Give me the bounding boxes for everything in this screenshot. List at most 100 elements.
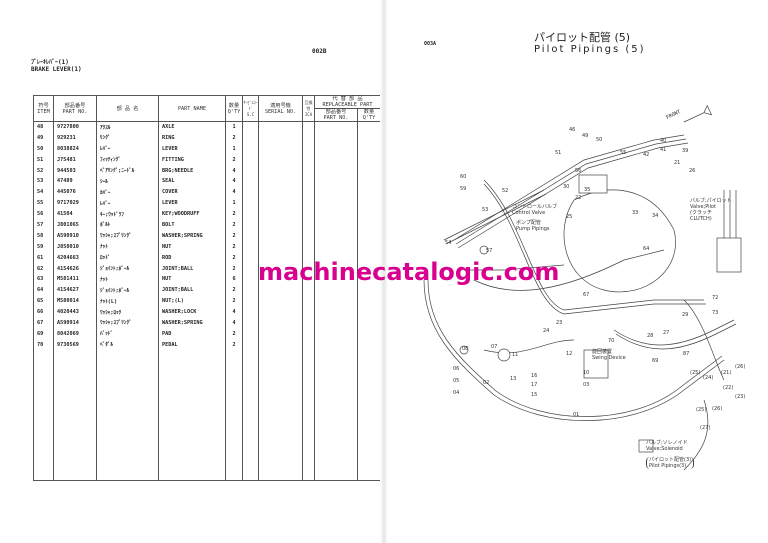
cell-ica: [302, 154, 315, 166]
header-name-jp: 部 品 名: [96, 95, 159, 122]
cell-qty: 4: [225, 317, 243, 329]
cell-ica: [302, 306, 315, 318]
cell-rp: [314, 154, 358, 166]
title-jp: ﾌﾞﾚｰｷﾚﾊﾞｰ(1): [31, 59, 69, 66]
cell-rq: [357, 132, 381, 144]
cell-rq: [357, 143, 381, 155]
cell-sc: [242, 241, 259, 253]
cell-serial: [258, 230, 303, 242]
cell-ica: [302, 165, 315, 176]
callout-number: 17: [531, 382, 538, 388]
callout-number: 30: [563, 184, 570, 190]
cell-qty: 4: [225, 306, 243, 318]
piping-lines: [423, 134, 737, 471]
callout-number: 22: [575, 195, 582, 201]
cell-name-jp: ﾌｨｯﾃｨﾝｸﾞ: [96, 154, 159, 166]
cell-item: 51: [33, 154, 54, 166]
cell-ica: [302, 132, 315, 144]
cell-name: NUT;(L): [158, 295, 226, 307]
cell-qty: 2: [225, 339, 243, 351]
cell-sc: [242, 143, 259, 155]
callout-number: 51: [555, 150, 562, 156]
empty-cell: [53, 350, 97, 481]
cell-name-jp: ｼｰﾙ: [96, 175, 159, 187]
cell-part-no: 8038824: [53, 143, 97, 155]
cell-serial: [258, 306, 303, 318]
cell-name-jp: ﾚﾊﾞｰ: [96, 143, 159, 155]
cell-name-jp: ﾍﾟﾀﾞﾙ: [96, 339, 159, 351]
cell-rp: [314, 339, 358, 351]
cell-item: 70: [33, 339, 54, 351]
callout-number: 67: [583, 292, 590, 298]
cell-part-no: J801065: [53, 219, 97, 231]
callout-number: 60: [460, 174, 467, 180]
cell-name-jp: ﾚﾊﾞｰ: [96, 197, 159, 209]
cell-rq: [357, 230, 381, 242]
cell-rp: [314, 132, 358, 144]
cell-part-no: A590914: [53, 317, 97, 329]
front-arrow: [683, 104, 713, 123]
cell-qty: 2: [225, 295, 243, 307]
callout-number: 55: [620, 150, 627, 156]
cell-item: 66: [33, 306, 54, 318]
cell-rp: [314, 317, 358, 329]
callout-number: 35: [584, 187, 591, 193]
cell-name: PEDAL: [158, 339, 226, 351]
callout-number: 21: [674, 160, 681, 166]
cell-qty: 4: [225, 175, 243, 187]
cell-rq: [357, 165, 381, 176]
cell-name-jp: ｼﾞｮｲﾝﾄ;ﾎﾞｰﾙ: [96, 284, 159, 296]
cell-sc: [242, 306, 259, 318]
cell-part-no: 929231: [53, 132, 97, 144]
cell-rq: [357, 186, 381, 198]
cell-qty: 2: [225, 208, 243, 220]
cell-sc: [242, 295, 259, 307]
callout-number: 15: [531, 392, 538, 398]
empty-cell: [242, 350, 259, 481]
cell-part-no: 445076: [53, 186, 97, 198]
cell-item: 69: [33, 328, 54, 340]
callout-number: 28: [647, 333, 654, 339]
callout-number: 34: [652, 213, 659, 219]
callout-number: 23: [556, 320, 563, 326]
watermark: machinecatalogic.com: [258, 258, 560, 286]
cell-name-jp: ﾜｯｼｬ;ｽﾌﾟﾘﾝｸﾞ: [96, 230, 159, 242]
cell-rq: [357, 328, 381, 340]
cell-rp: [314, 197, 358, 209]
empty-cell: [258, 350, 303, 481]
cell-rp: [314, 143, 358, 155]
cell-name: LEVER: [158, 197, 226, 209]
cell-part-no: M580014: [53, 295, 97, 307]
cell-name-jp: ﾅｯﾄ: [96, 241, 159, 253]
callout-number: 39: [682, 148, 689, 154]
cell-qty: 4: [225, 186, 243, 198]
cell-serial: [258, 241, 303, 253]
cell-item: 54: [33, 186, 54, 198]
cell-item: 58: [33, 230, 54, 242]
cell-serial: [258, 186, 303, 198]
title-jp: パイロット配管 (5): [534, 31, 631, 44]
callout-number: 42: [643, 152, 650, 158]
callout-number: (27): [700, 425, 711, 431]
cell-serial: [258, 175, 303, 187]
cell-rq: [357, 154, 381, 166]
title-en: Pilot Pipings (5): [534, 44, 646, 55]
cell-name-jp: ﾍﾞｱﾘﾝｸﾞ;ﾆｰﾄﾞﾙ: [96, 165, 159, 176]
cell-sc: [242, 339, 259, 351]
cell-ica: [302, 186, 315, 198]
